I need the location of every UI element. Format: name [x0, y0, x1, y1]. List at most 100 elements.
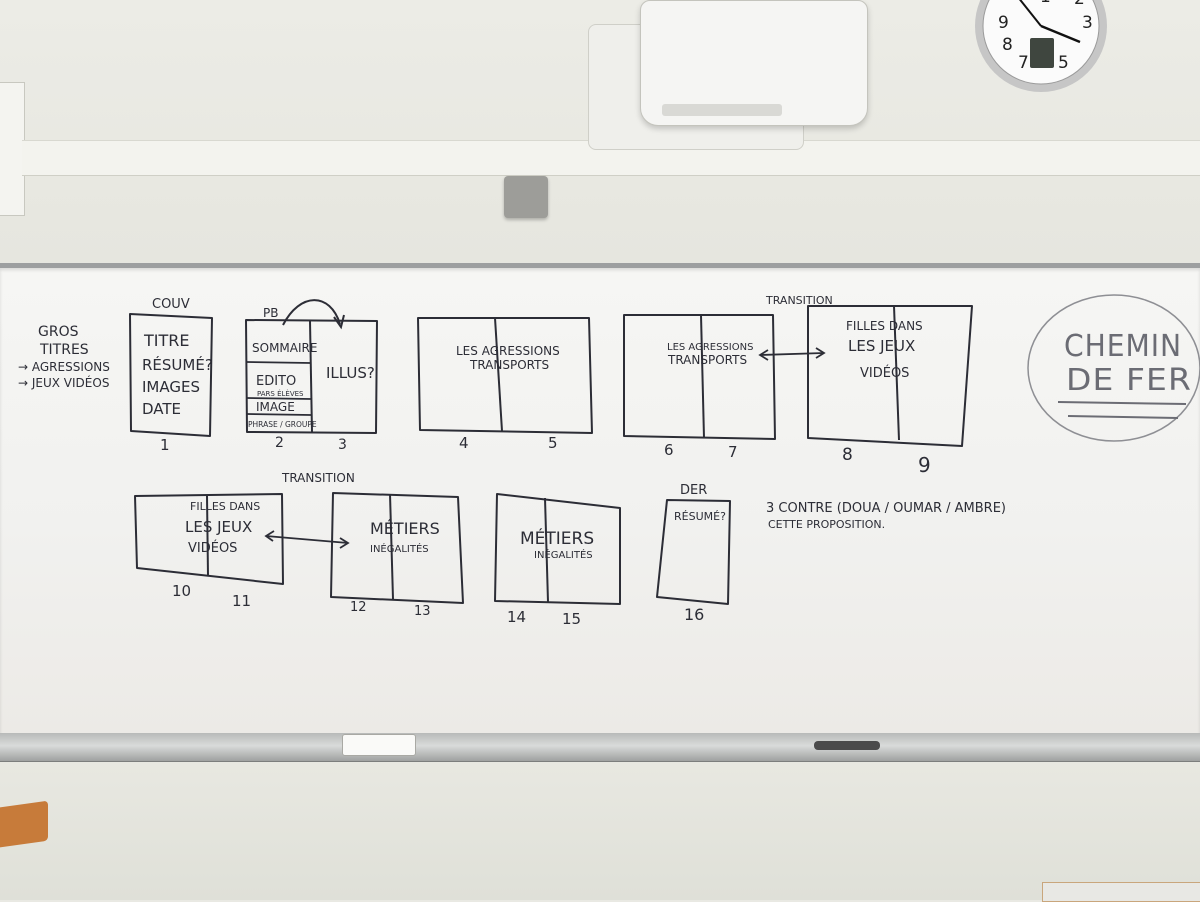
page-text: INÉGALITÉS	[370, 542, 429, 555]
header-underline	[1067, 415, 1179, 419]
page-1-cover: COUV TITRE RÉSUMÉ? IMAGES DATE 1	[129, 297, 213, 454]
spread-outline	[134, 493, 284, 585]
link-arrow	[265, 535, 349, 544]
spread-outline	[623, 314, 776, 440]
spread-4-5: LES AGRESSIONS TRANSPORTS 4 5	[417, 317, 593, 452]
row-divider	[246, 361, 312, 364]
page-number: 2	[275, 435, 284, 451]
spread-outline	[330, 492, 464, 604]
page-text: TITRE	[143, 331, 190, 350]
spread-outline	[245, 319, 378, 434]
page-text: DATE	[142, 400, 181, 418]
spread-10-11: TRANSITION FILLES DANS LES JEUX VIDÉOS 1…	[134, 471, 355, 610]
page-text: RÉSUMÉ?	[674, 510, 726, 523]
page-text: IMAGES	[142, 378, 200, 396]
page-text: VIDÉOS	[188, 540, 237, 556]
page-number: 16	[684, 605, 704, 624]
clock-numeral: 7	[1018, 53, 1029, 73]
spread-14-15: MÉTIERS INÉGALITÉS 14 15	[494, 493, 621, 628]
page-text: MÉTIERS	[520, 527, 594, 549]
page-heading: COUV	[152, 297, 190, 312]
page-heading: PB	[263, 306, 278, 320]
spread-outline	[807, 305, 973, 447]
page-number: 11	[232, 592, 251, 610]
side-note-line: GROS	[38, 324, 79, 340]
header-bubble	[1027, 294, 1200, 442]
page-text: PARS ÉLÈVES	[257, 389, 304, 398]
row-divider	[246, 413, 312, 416]
page-number: 13	[414, 604, 431, 619]
spread-fold	[700, 314, 705, 439]
spread-fold	[309, 320, 313, 433]
spread-fold	[494, 317, 503, 432]
link-arrow-heads	[758, 347, 826, 361]
page-heading: DER	[680, 483, 707, 498]
page-number: 10	[172, 582, 191, 600]
page-text: VIDÉOS	[860, 365, 909, 381]
page-number: 8	[842, 445, 853, 465]
spread-fold	[544, 497, 549, 603]
page-heading: TRANSITION	[765, 294, 833, 307]
page-number: 6	[664, 441, 674, 459]
clock-numeral: 2	[1074, 0, 1085, 9]
board-eraser[interactable]	[342, 734, 416, 756]
side-note-line: TITRES	[39, 342, 89, 358]
clock-numeral: 9	[998, 13, 1009, 33]
board-header-line2: DE FER	[1066, 363, 1192, 398]
side-note-line: → AGRESSIONS	[18, 360, 110, 374]
header-underline	[1057, 401, 1187, 405]
page-number: 4	[459, 434, 469, 452]
vote-note-line: 3 CONTRE (DOUA / OUMAR / AMBRE)	[766, 501, 1006, 516]
page-number: 14	[507, 608, 526, 626]
row-divider	[246, 397, 312, 400]
page-text: IMAGE	[256, 400, 295, 414]
link-arrow	[759, 352, 825, 356]
clock-hour-hand	[1040, 24, 1081, 44]
spread-8-9: TRANSITION FILLES DANS LES JEUX VIDÉOS 8…	[765, 294, 973, 477]
spread-outline	[494, 493, 621, 605]
page-text: LES JEUX	[848, 337, 915, 355]
spread-fold	[389, 493, 394, 600]
projector-label-strip	[662, 104, 782, 116]
board-marker[interactable]	[814, 741, 880, 750]
whiteboard-tray	[0, 733, 1200, 762]
clock-minute-hand	[1019, 0, 1042, 27]
page-16-back: DER RÉSUMÉ? 16	[656, 483, 731, 624]
spread-outline	[417, 317, 593, 434]
side-note-line: → JEUX VIDÉOS	[18, 375, 109, 390]
page-number: 9	[918, 453, 931, 477]
clock-display	[1030, 38, 1054, 68]
page-number: 5	[548, 434, 558, 452]
page-text: SOMMAIRE	[252, 341, 317, 355]
page-heading: TRANSITION	[281, 471, 355, 485]
wall-box	[0, 82, 25, 216]
page-number: 12	[350, 600, 367, 615]
page-text: TRANSPORTS	[469, 358, 549, 372]
vote-note-line: CETTE PROPOSITION.	[768, 518, 885, 531]
page-text: PHRASE / GROUPE	[248, 420, 317, 429]
page-number: 3	[338, 437, 347, 453]
page-text: MÉTIERS	[370, 519, 440, 538]
page-text: FILLES DANS	[846, 319, 923, 333]
spread-2-3: PB SOMMAIRE EDITO PARS ÉLÈVES IMAGE PHRA…	[245, 299, 378, 453]
clock-numeral: 1	[1040, 0, 1051, 7]
spread-6-7: LES AGRESSIONS TRANSPORTS 6 7	[623, 314, 776, 461]
spread-fold	[206, 495, 209, 577]
page-outline	[656, 499, 731, 605]
ceiling-sensor	[504, 176, 548, 218]
page-number: 7	[728, 443, 738, 461]
page-text: LES AGRESSIONS	[667, 342, 753, 353]
spread-fold	[893, 305, 900, 441]
page-text: LES AGRESSIONS	[456, 344, 560, 358]
page-text: FILLES DANS	[190, 500, 260, 513]
page-text: EDITO	[256, 374, 296, 389]
link-arrow-heads	[264, 530, 350, 549]
page-text: ILLUS?	[326, 364, 375, 382]
page-outline	[129, 313, 213, 437]
page-text: TRANSPORTS	[667, 353, 747, 367]
page-number: 15	[562, 610, 581, 628]
page-text: INÉGALITÉS	[534, 548, 593, 561]
move-arrow	[282, 299, 341, 326]
wall-lower	[0, 762, 1200, 900]
